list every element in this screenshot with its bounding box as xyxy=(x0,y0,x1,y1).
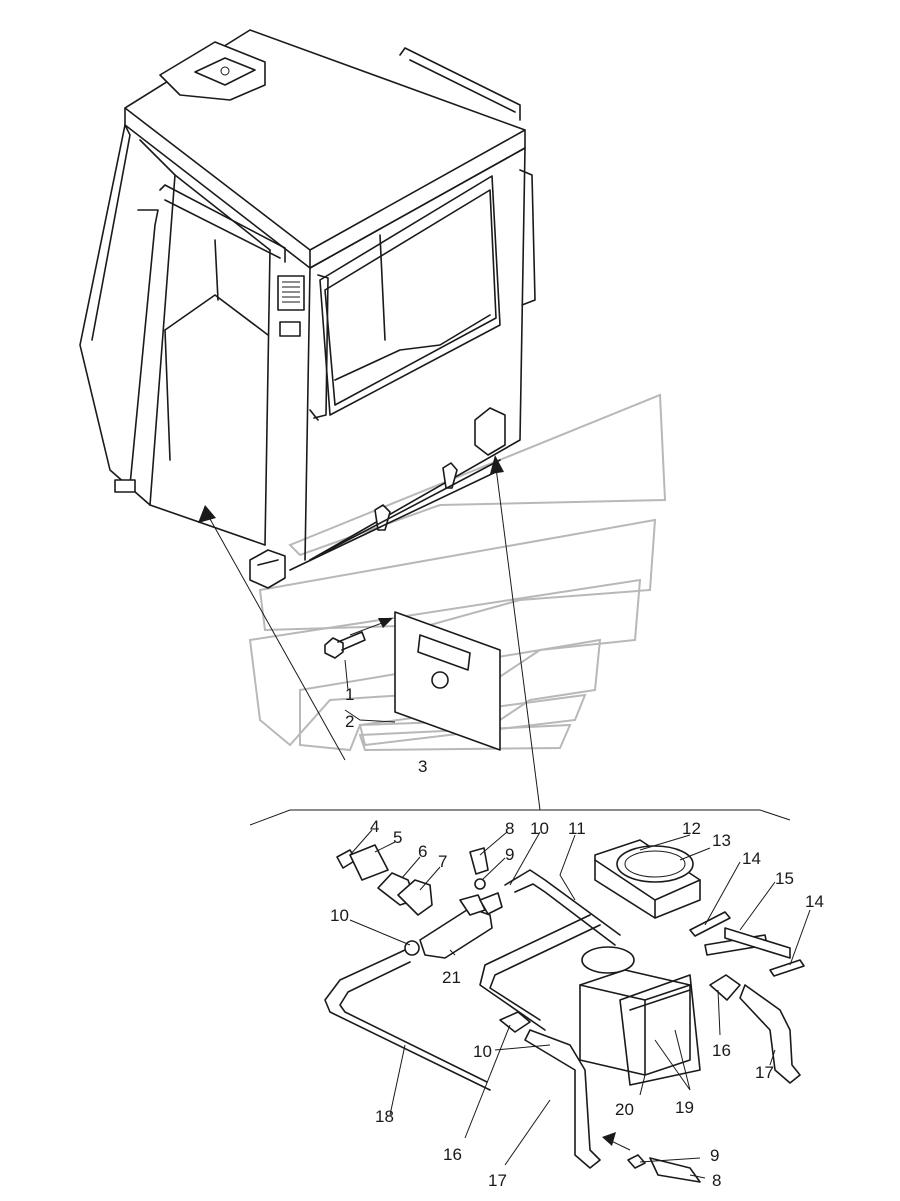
callout-8: 8 xyxy=(505,819,514,838)
callout-12: 12 xyxy=(682,819,701,838)
cab-assembly xyxy=(79,29,536,589)
panel-group xyxy=(324,611,501,751)
callout-14-right: 14 xyxy=(805,892,824,911)
callout-14: 14 xyxy=(742,849,761,868)
callout-11: 11 xyxy=(568,819,586,838)
callout-4: 4 xyxy=(370,817,379,836)
callout-9-lower: 9 xyxy=(710,1146,719,1165)
callout-10-left: 10 xyxy=(330,906,349,925)
callout-20: 20 xyxy=(615,1100,634,1119)
callout-19: 19 xyxy=(675,1098,694,1117)
assembly-arrows xyxy=(198,455,541,811)
callout-16-lower: 16 xyxy=(443,1145,462,1164)
section-divider xyxy=(249,809,791,826)
callout-17-right: 17 xyxy=(755,1063,774,1082)
leader-lines xyxy=(349,829,811,1179)
callout-3: 3 xyxy=(418,757,427,776)
heater-assembly xyxy=(324,839,805,1183)
callout-18: 18 xyxy=(375,1107,394,1126)
callout-10: 10 xyxy=(530,819,549,838)
callout-16-right: 16 xyxy=(712,1041,731,1060)
callout-8-lower: 8 xyxy=(712,1171,721,1190)
callout-1: 1 xyxy=(345,685,354,704)
callout-2: 2 xyxy=(345,712,354,731)
callout-7: 7 xyxy=(438,852,447,871)
callout-10-lower: 10 xyxy=(473,1042,492,1061)
callout-15: 15 xyxy=(775,869,794,888)
callout-9: 9 xyxy=(505,845,514,864)
callout-labels: 1 2 3 4 5 6 7 8 9 10 11 12 13 14 15 14 1… xyxy=(330,685,824,1190)
callout-21: 21 xyxy=(442,968,461,987)
callout-17-lower: 17 xyxy=(488,1171,507,1190)
callout-6: 6 xyxy=(418,842,427,861)
callout-13: 13 xyxy=(712,831,731,850)
callout-5: 5 xyxy=(393,828,402,847)
